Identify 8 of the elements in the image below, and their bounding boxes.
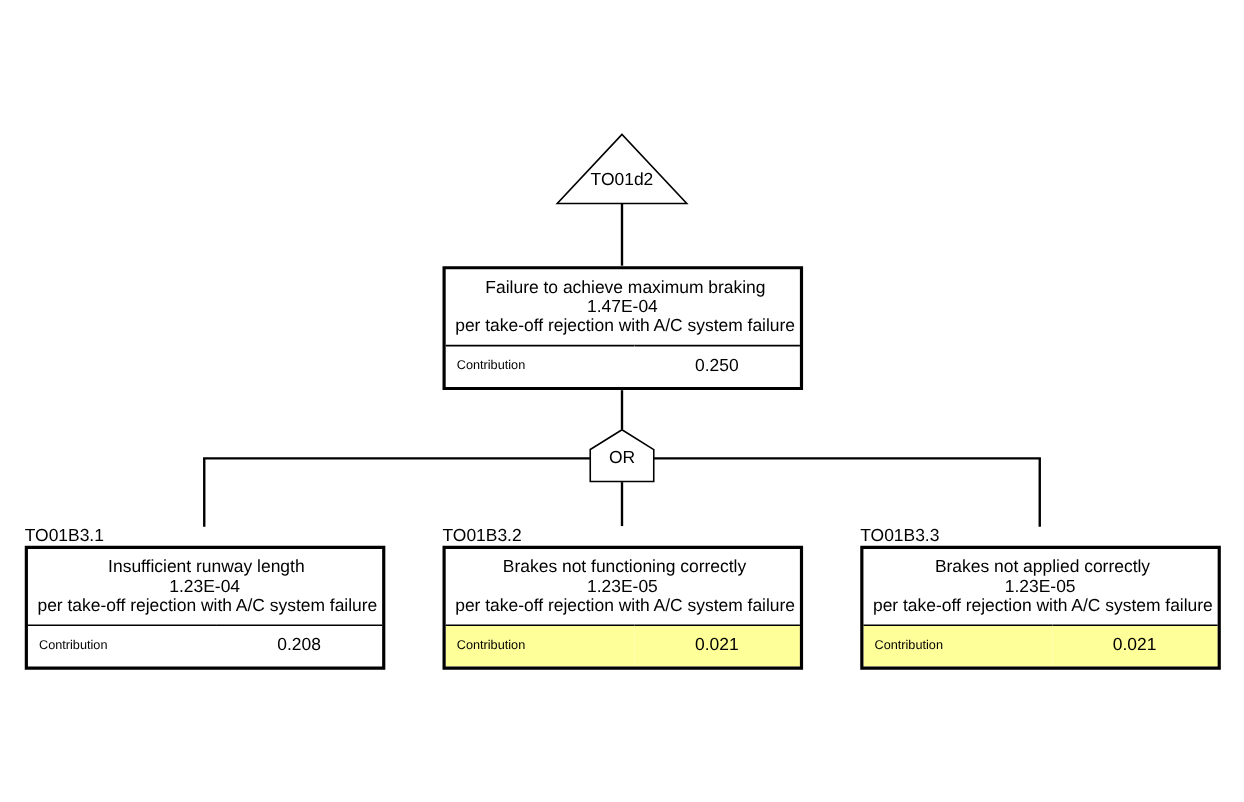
node-label: TO01B3.1 [24, 523, 104, 544]
connector [203, 456, 590, 526]
connector [620, 389, 624, 429]
node-label: TO01B3.2 [442, 523, 522, 544]
connector [620, 202, 624, 265]
node-label: TO01B3.3 [860, 523, 940, 544]
connector [654, 456, 1041, 526]
connector [620, 481, 624, 526]
